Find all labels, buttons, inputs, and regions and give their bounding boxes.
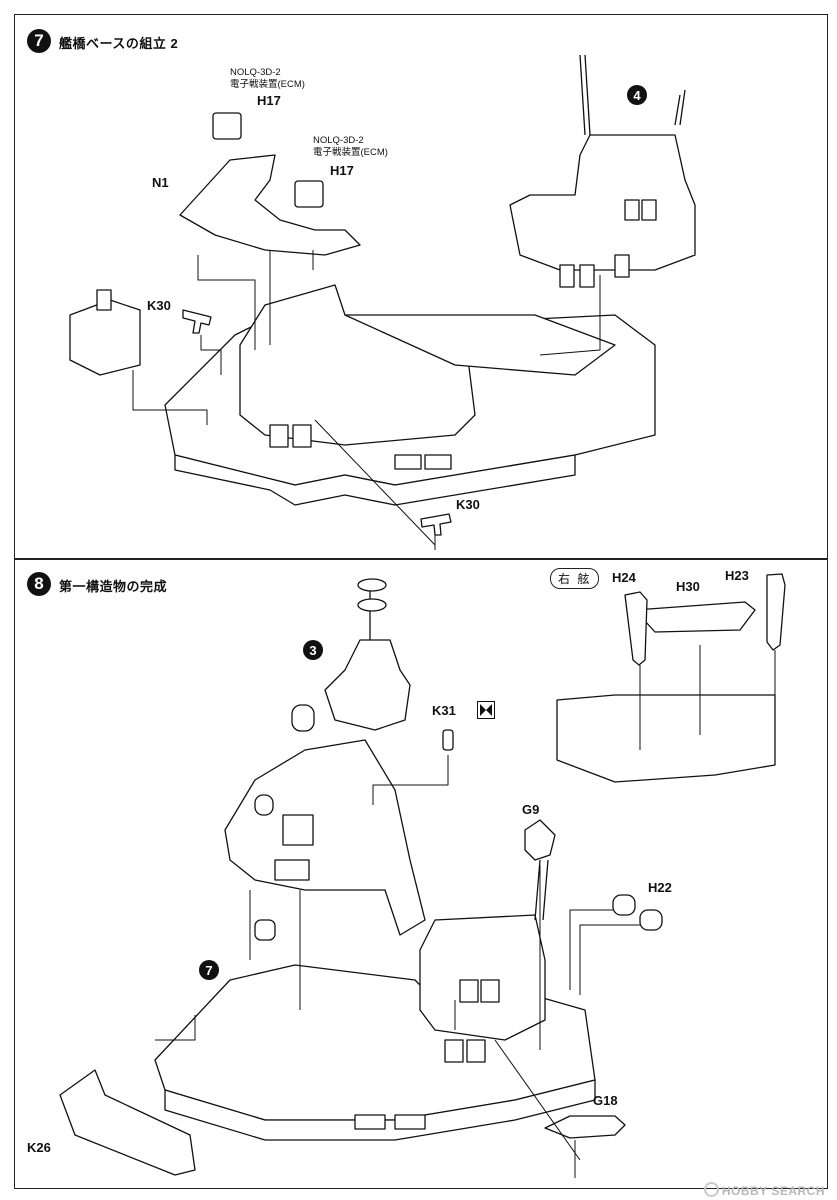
h17-box-b xyxy=(294,180,324,208)
reference-assembly-3: 3 xyxy=(303,640,323,660)
step-7-badge: 7 xyxy=(27,29,51,53)
step-8-panel: 8 第一構造物の完成 xyxy=(14,559,828,1189)
bowtie-mark-icon xyxy=(477,701,495,719)
k30-part-top xyxy=(182,309,212,334)
bridge-block xyxy=(239,284,476,446)
label-k30-b: K30 xyxy=(456,497,480,512)
h22-part-b xyxy=(639,909,663,931)
upper-deck xyxy=(344,314,616,376)
bridge-tower xyxy=(224,739,426,936)
hull-lower xyxy=(164,1079,596,1141)
boat-h30 xyxy=(634,601,756,633)
step-8-badge: 8 xyxy=(27,572,51,596)
k30-part-bottom xyxy=(420,513,452,536)
h17-box-a xyxy=(212,112,242,140)
h17-note-a-line1: NOLQ-3D-2 xyxy=(230,67,281,78)
reference-step-7: 7 xyxy=(199,960,219,980)
side-inset-hull xyxy=(556,694,776,783)
hull-side xyxy=(174,454,576,506)
watermark-text: HOBBY SEARCH xyxy=(721,1184,825,1198)
step-7-assembly-drawing xyxy=(69,54,696,550)
label-h24: H24 xyxy=(612,570,636,585)
label-h30: H30 xyxy=(676,579,700,594)
label-h17-b: H17 xyxy=(330,163,354,178)
label-h22: H22 xyxy=(648,880,672,895)
label-k30-a: K30 xyxy=(147,298,171,313)
step-8-assembly-drawing xyxy=(59,573,786,1178)
step-7-panel: 7 艦橋ベースの組立 2 xyxy=(14,14,828,559)
stern-k26 xyxy=(59,1069,196,1176)
mast-assembly xyxy=(324,639,411,731)
watermark: HOBBY SEARCH xyxy=(703,1182,825,1198)
h17-note-a-line2: 電子戦装置(ECM) xyxy=(230,79,305,90)
davit-h24 xyxy=(624,591,648,666)
g9-part xyxy=(524,819,556,861)
subassembly-4 xyxy=(509,134,696,271)
k31-part xyxy=(442,729,454,751)
g18-part xyxy=(544,1115,626,1139)
label-k26: K26 xyxy=(27,1140,51,1155)
label-h17-a: H17 xyxy=(257,93,281,108)
label-k31: K31 xyxy=(432,703,456,718)
label-g9: G9 xyxy=(522,802,540,817)
davit-h23 xyxy=(766,573,786,651)
label-h23: H23 xyxy=(725,568,749,583)
funnel-block xyxy=(419,914,546,1041)
h17-note-b-line2: 電子戦装置(ECM) xyxy=(313,147,388,158)
n1-plate xyxy=(179,154,361,256)
label-n1: N1 xyxy=(152,175,169,190)
h17-note-b-line1: NOLQ-3D-2 xyxy=(313,135,364,146)
hobby-search-logo-icon xyxy=(703,1182,719,1197)
left-structure xyxy=(69,299,141,376)
starboard-view-tag: 右 舷 xyxy=(550,568,600,589)
step-8-title: 第一構造物の完成 xyxy=(59,579,168,594)
reference-subassembly-4: 4 xyxy=(627,85,647,105)
step-7-title: 艦橋ベースの組立 2 xyxy=(59,36,179,51)
h22-part-a xyxy=(612,894,636,916)
label-g18: G18 xyxy=(593,1093,618,1108)
